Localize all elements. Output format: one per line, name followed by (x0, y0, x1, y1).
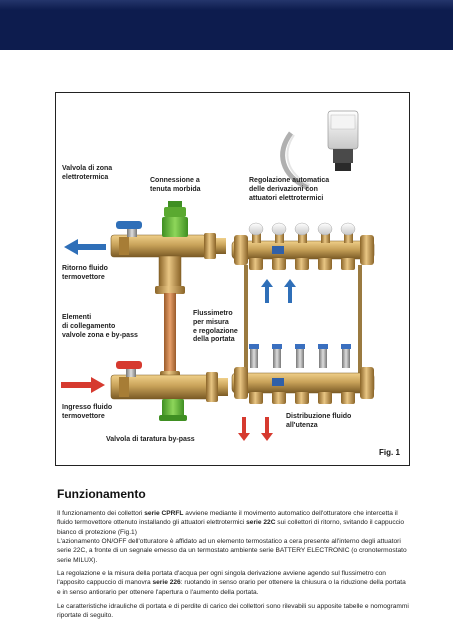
manifold-illustration (61, 110, 375, 441)
paragraph-4: Le caratteristiche idrauliche di portata… (57, 603, 409, 620)
actuator-image (280, 110, 359, 191)
label-bypass-valve: Valvola di taratura by-pass (106, 436, 195, 443)
product-figure: Valvola di zona elettrotermica Connessio… (55, 92, 410, 466)
header-bar (0, 0, 453, 50)
label-automatic-regulation: Regolazione automatica delle derivazioni… (249, 177, 330, 202)
label-flowmeter: Flussimetro per misura e regolazione del… (193, 310, 238, 344)
return-flow-arrows (261, 279, 296, 303)
label-connection-elements: Elementi di collegamento valvole zona e … (62, 314, 138, 339)
supply-flow-arrows (238, 417, 273, 441)
label-soft-seal-connection: Connessione a tenuta morbida (150, 177, 201, 193)
zone-valve-group (61, 201, 228, 421)
paragraph-1: Il funzionamento dei collettori serie CP… (57, 510, 405, 536)
paragraph-2: L'azionamento ON/OFF dell'otturatore è a… (57, 538, 407, 564)
supply-manifold (231, 344, 375, 404)
label-zone-valve: Valvola di zona elettrotermica (62, 165, 113, 181)
paragraph-3: La regolazione e la misura della portata… (57, 570, 406, 596)
return-manifold (231, 222, 375, 270)
label-distribution: Distribuzione fluido all'utenza (286, 413, 352, 429)
label-inlet-fluid: Ingresso fluido termovettore (62, 404, 113, 420)
figure-number: Fig. 1 (379, 448, 400, 457)
section-title: Funzionamento (57, 487, 146, 501)
label-return-fluid: Ritorno fluido termovettore (62, 265, 108, 281)
